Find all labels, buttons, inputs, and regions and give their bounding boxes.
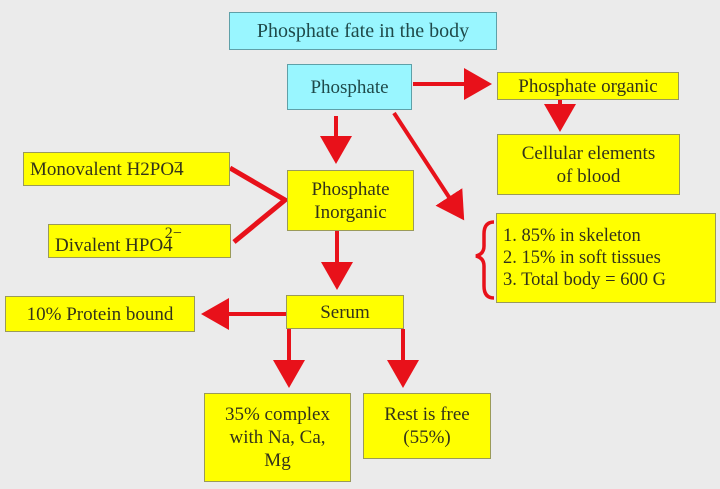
node-protein-bound: 10% Protein bound [5,296,195,332]
cellular-line-1: Cellular elements [521,142,656,164]
node-phosphate-inorganic: Phosphate Inorganic [287,170,414,231]
divalent-charge: 2− [164,224,182,242]
distribution-item-2: 2. 15% in soft tissues [503,248,661,268]
distribution-item-3: 3. Total body = 600 G [503,270,666,290]
cellular-line-2: of blood [556,165,621,187]
complex-line-2: with Na, Ca, [229,427,326,448]
node-serum: Serum [286,295,404,329]
complex-line-1: 35% complex [224,404,330,425]
node-cellular-elements: Cellular elements of blood [497,134,680,195]
monovalent-label: Monovalent H2PO4 [30,158,184,180]
complex-line-3: Mg [264,450,291,471]
brace-icon [475,220,495,300]
distribution-item-1: 1. 85% in skeleton [503,226,641,246]
ions-connector [228,165,290,244]
free-line-2: (55%) [403,427,451,448]
node-free: Rest is free (55%) [363,393,491,459]
monovalent-charge: − [173,154,183,172]
node-monovalent: Monovalent H2PO4− [23,152,230,186]
divalent-label: Divalent HPO4 [55,234,173,256]
inorganic-line-2: Inorganic [314,201,387,223]
node-complex: 35% complex with Na, Ca, Mg [204,393,351,482]
diagram-title: Phosphate fate in the body [229,12,497,50]
inorganic-line-1: Phosphate [311,178,390,200]
node-distribution-list: 1. 85% in skeleton 2. 15% in soft tissue… [496,213,716,303]
free-line-1: Rest is free [384,404,470,425]
node-phosphate: Phosphate [287,64,412,110]
node-phosphate-organic: Phosphate organic [497,72,679,100]
